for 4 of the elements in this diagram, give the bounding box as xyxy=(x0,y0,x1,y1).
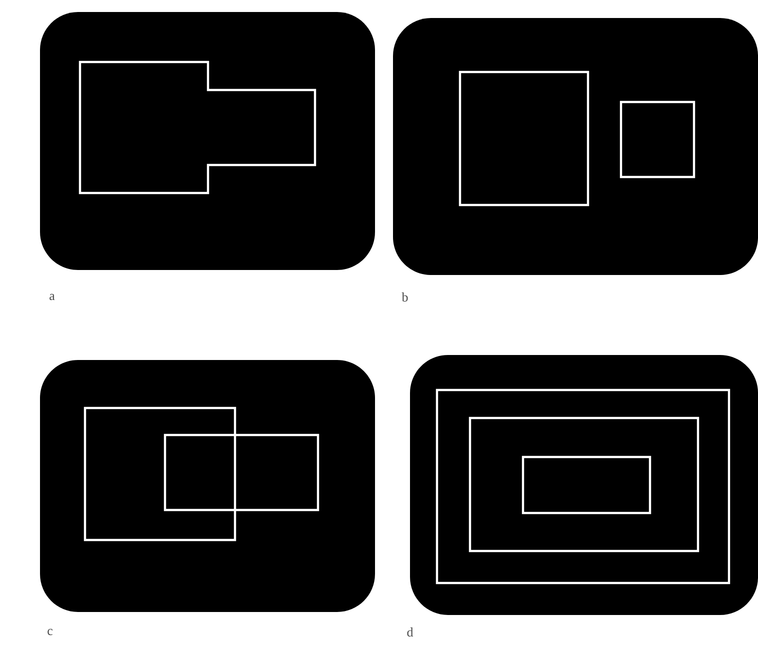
panel-label: c xyxy=(48,628,52,636)
panel-label: a xyxy=(50,294,55,300)
panel-label: d xyxy=(407,627,414,637)
panel-label: b xyxy=(402,292,408,302)
